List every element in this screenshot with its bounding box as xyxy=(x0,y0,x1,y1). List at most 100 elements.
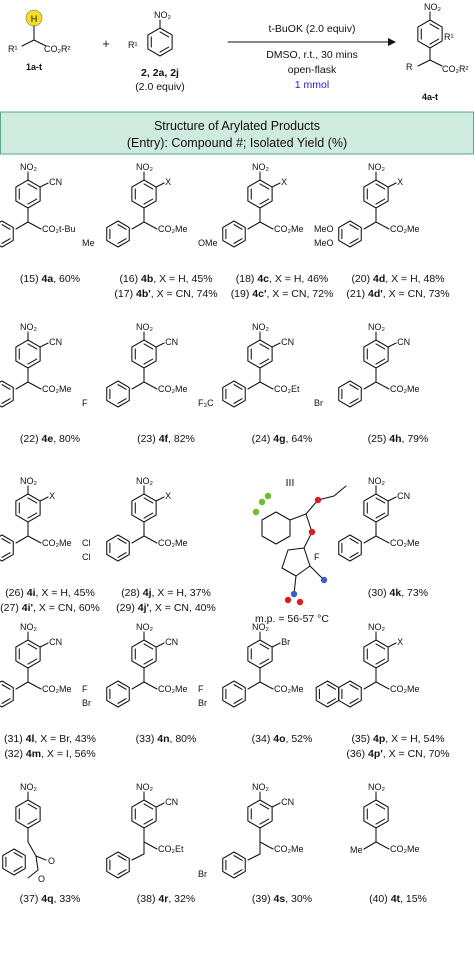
ring-substituent: CN xyxy=(49,177,62,187)
aryl-ring xyxy=(106,534,130,562)
aryl-substituent: F₃C xyxy=(198,398,214,408)
ring-substituent: CN xyxy=(165,337,178,347)
lactone-bond xyxy=(35,855,39,871)
aryl-ring xyxy=(106,851,130,879)
ester-bond xyxy=(27,381,42,390)
double-bond xyxy=(375,512,386,519)
double-bond xyxy=(13,852,23,858)
ester-group: CO₂Me xyxy=(390,684,420,694)
compound-number: 4m xyxy=(26,748,41,760)
aryl-ring xyxy=(222,680,246,708)
compound-number: 4j xyxy=(143,587,152,599)
compound-number: 4a xyxy=(42,273,54,285)
caption-part: , 32% xyxy=(168,893,195,905)
aryl-bond xyxy=(15,535,29,544)
ester-bond xyxy=(375,841,390,850)
compound-number: 4b' xyxy=(136,288,151,300)
compound-number: 4j' xyxy=(138,602,149,614)
plus-sign: + xyxy=(102,37,109,51)
caption-part: , X = CN, 72% xyxy=(266,288,333,300)
ring-substituent: CN xyxy=(165,797,178,807)
aryl-bond xyxy=(247,221,261,230)
caption-part: (35) xyxy=(351,733,373,745)
ester-group: CO₂Me xyxy=(390,844,420,854)
xray-bond xyxy=(281,549,289,569)
ring-outline xyxy=(106,680,130,708)
caption-part: , X = CN, 60% xyxy=(33,602,100,614)
fluorine-atom xyxy=(252,508,260,516)
double-bond xyxy=(349,384,359,390)
sub-bond xyxy=(271,642,281,648)
ester-group: CO₂Me xyxy=(42,684,72,694)
ring-substituent: X xyxy=(49,491,55,501)
nitroarene-ring xyxy=(247,339,273,369)
xray-bond xyxy=(303,547,311,567)
entry-caption: (30) 4k, 73% xyxy=(368,587,428,599)
condition-atmosphere: open-flask xyxy=(288,64,337,76)
double-bond xyxy=(375,818,386,825)
product-4i: NO₂XCO₂MeBr(26) 4i, X = H, 45%(27) 4i', … xyxy=(0,476,100,614)
aryl-ring xyxy=(338,680,362,708)
nitro-group: NO₂ xyxy=(424,2,442,12)
double-bond xyxy=(375,358,386,365)
caption-part: (36) xyxy=(346,748,368,760)
double-bond xyxy=(259,658,270,665)
compound-number: 4e xyxy=(42,433,54,445)
compound-number: 4c' xyxy=(252,288,266,300)
fluorine-atom xyxy=(258,498,266,506)
caption-part: , X = H, 37% xyxy=(152,587,211,599)
nitroarene-ring xyxy=(15,339,41,369)
carbonyl-oxygen: O xyxy=(48,856,55,866)
aryl-ring xyxy=(0,680,14,708)
double-bond xyxy=(143,818,154,825)
double-bond xyxy=(27,658,38,665)
ch2-aryl-bond xyxy=(247,853,261,861)
entry-caption: (22) 4e, 80% xyxy=(20,433,80,445)
aryl-bond xyxy=(247,381,261,390)
double-bond xyxy=(117,698,127,704)
xray-bond xyxy=(275,511,291,521)
double-bond xyxy=(349,684,359,690)
nitroarene-ring xyxy=(131,799,157,829)
double-bond xyxy=(233,238,243,244)
condition-solvent: DMSO, r.t., 30 mins xyxy=(266,49,358,61)
reactant-1-code: 1a-t xyxy=(26,62,42,72)
sub-bond xyxy=(155,342,165,348)
double-bond xyxy=(159,46,170,53)
nitroarene-ring xyxy=(15,493,41,523)
double-bond xyxy=(117,224,127,230)
caption-part: , 73% xyxy=(401,587,428,599)
ring-substituent: X xyxy=(397,637,403,647)
aryl-ring xyxy=(222,380,246,408)
aryl-substituent-2: MeO xyxy=(314,224,334,234)
double-bond xyxy=(143,198,154,205)
caption-part: , 80% xyxy=(170,733,197,745)
caption-part: (26) xyxy=(5,587,27,599)
nitro-group: NO₂ xyxy=(136,476,154,486)
nitroarene-ring xyxy=(15,639,41,669)
compound-number: 4o xyxy=(273,733,285,745)
entry-caption: (15) 4a, 60% xyxy=(20,273,80,285)
double-bond xyxy=(375,343,386,350)
entry-caption: (21) 4d', X = CN, 73% xyxy=(346,288,449,300)
sub-bond xyxy=(39,642,49,648)
aryl-substituent: F xyxy=(82,398,88,408)
caption-part: , X = H, 46% xyxy=(269,273,328,285)
aryl-ring xyxy=(338,380,362,408)
sub-bond xyxy=(271,182,281,188)
aryl-ring xyxy=(106,380,130,408)
lactone-bond xyxy=(27,841,37,857)
nitrogen-atom xyxy=(290,590,298,598)
entry-caption: (18) 4c, X = H, 46% xyxy=(236,273,329,285)
caption-part: (31) xyxy=(4,733,26,745)
double-bond xyxy=(375,497,386,504)
double-bond xyxy=(143,343,154,350)
reactant-2-code: 2, 2a, 2j xyxy=(141,67,179,79)
double-bond xyxy=(1,238,11,244)
compound-number: 4i xyxy=(27,587,36,599)
nitro-group: NO₂ xyxy=(154,10,172,20)
sub-bond xyxy=(155,802,165,808)
